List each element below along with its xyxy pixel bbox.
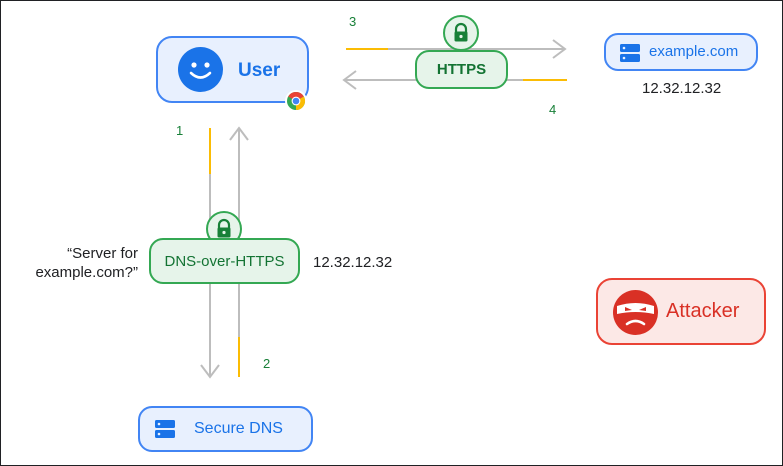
website-ip: 12.32.12.32 [642,80,722,97]
dns-query-arrow-head [200,364,220,379]
masked-attacker-icon [613,290,658,335]
server-icon [155,419,175,439]
https-lock-icon [443,15,479,51]
step-number-2: 2 [263,356,271,371]
step-number-1: 1 [176,123,184,138]
step-number-4: 4 [549,102,557,117]
dns-query-line-2: example.com?” [35,264,138,281]
smiley-face-icon [178,47,223,92]
response-arrow-head [342,70,357,90]
https-label: HTTPS [436,61,487,78]
user-label: User [238,60,281,81]
user-node: User [156,36,309,112]
step-number-3: 3 [349,14,357,29]
doh-label: DNS-over-HTTPS [164,252,285,270]
request-arrow-head [552,39,567,59]
server-icon [620,43,640,63]
website-node: example.com [604,33,758,71]
attacker-node: Attacker [596,278,766,345]
dns-answer-arrow-head [229,126,249,141]
dns-query-line-1: “Server for [67,245,138,262]
attacker-label: Attacker [666,300,740,322]
dns-answer-ip: 12.32.12.32 [313,254,393,271]
website-label: example.com [649,43,739,60]
https-channel: HTTPS [415,50,508,89]
secure-dns-node: Secure DNS [138,406,313,452]
doh-channel: DNS-over-HTTPS [149,238,300,284]
secure-dns-label: Secure DNS [194,420,283,437]
chrome-icon [285,90,307,112]
dns-query-text: “Server for example.com?” [15,244,138,282]
